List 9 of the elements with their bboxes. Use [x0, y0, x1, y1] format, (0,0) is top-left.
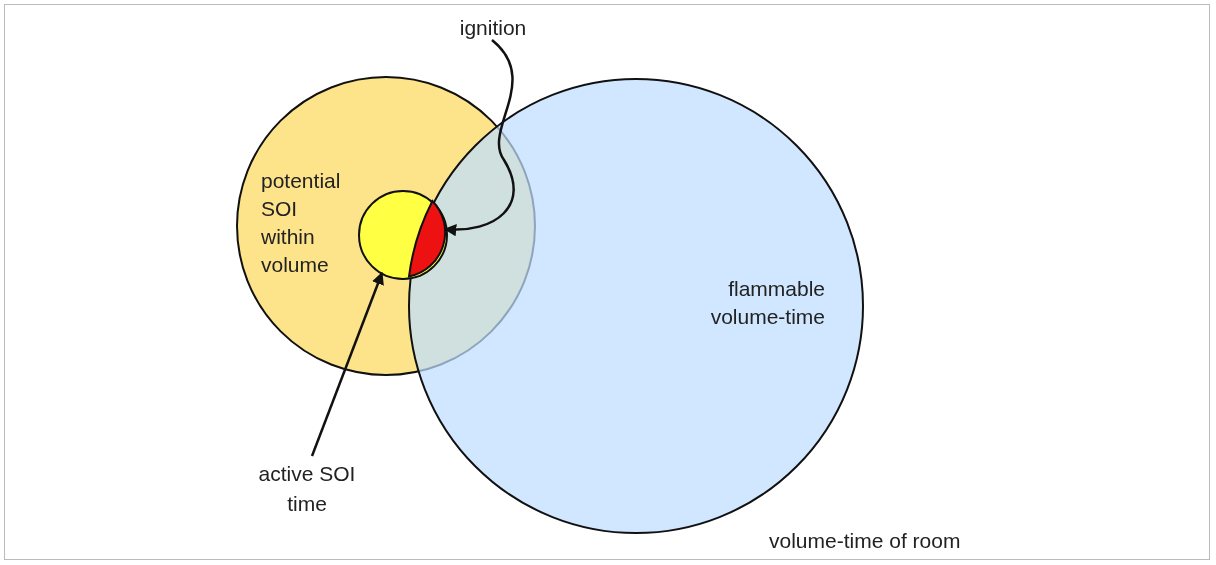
circle-label: potential SOI within volume: [261, 168, 342, 278]
active-soi-label: active SOI time: [237, 459, 377, 519]
room-label: volume-time of room: [769, 528, 962, 554]
ignition-region: [408, 200, 445, 277]
circle-label: flammable volume-time: [709, 276, 825, 330]
room-frame: [4, 4, 1210, 560]
ignition-label: ignition: [441, 13, 545, 43]
leader-arrow: [310, 271, 384, 457]
leader-arrow: [443, 39, 515, 236]
